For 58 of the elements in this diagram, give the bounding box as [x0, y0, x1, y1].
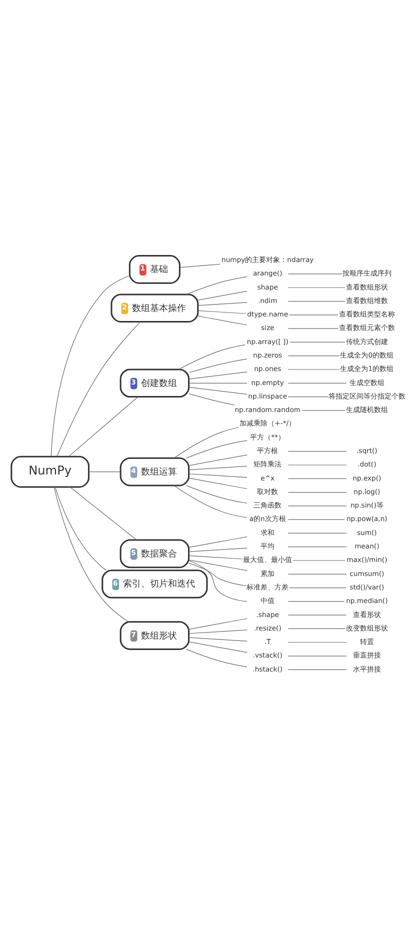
- connector: [54, 486, 129, 622]
- connector: [288, 300, 346, 302]
- connector: [288, 628, 346, 630]
- connector: [288, 642, 347, 643]
- connector: [198, 316, 248, 326]
- connector: [56, 322, 141, 457]
- connector: [70, 486, 137, 540]
- connector: [292, 560, 346, 561]
- connector: [68, 396, 138, 457]
- connector: [188, 618, 248, 630]
- connector: [302, 410, 346, 411]
- connector: [288, 614, 347, 616]
- connector: [198, 310, 246, 314]
- connector: [188, 536, 248, 548]
- connector: [188, 642, 248, 653]
- connector: [174, 427, 240, 458]
- connector: [288, 464, 347, 466]
- connector: [186, 276, 248, 295]
- connector: [188, 454, 248, 466]
- connector: [288, 546, 347, 548]
- connector: [188, 478, 248, 490]
- connector: [188, 555, 243, 560]
- connector: [188, 474, 248, 478]
- connector: [288, 601, 345, 602]
- connector: [198, 302, 248, 306]
- connector: [288, 669, 347, 670]
- connector: [188, 560, 248, 602]
- connector: [288, 478, 347, 479]
- connector: [188, 393, 236, 406]
- connector: [198, 290, 248, 300]
- connector: [288, 519, 346, 520]
- connector: [288, 451, 347, 452]
- connector: [289, 314, 338, 316]
- connector: [188, 630, 248, 634]
- connector: [186, 648, 248, 668]
- connector: [188, 637, 248, 642]
- connector: [188, 548, 248, 552]
- connector: [288, 396, 328, 398]
- connector: [288, 532, 347, 534]
- connector: [174, 485, 248, 518]
- connector: [188, 560, 248, 571]
- connector: [186, 440, 248, 458]
- connector: [188, 386, 248, 395]
- connector: [288, 492, 347, 493]
- connector: [188, 358, 248, 373]
- connector: [188, 382, 248, 384]
- connector: [180, 264, 221, 268]
- connector: [288, 382, 347, 384]
- connector: [288, 287, 346, 288]
- connector: [188, 562, 246, 586]
- connector: [186, 485, 248, 504]
- connector: [188, 466, 248, 470]
- connector: [188, 372, 248, 380]
- connector: [288, 328, 339, 329]
- connector: [288, 369, 340, 370]
- connector: [178, 344, 246, 370]
- connector: [54, 486, 107, 571]
- node-box: NumPy: [10, 456, 90, 488]
